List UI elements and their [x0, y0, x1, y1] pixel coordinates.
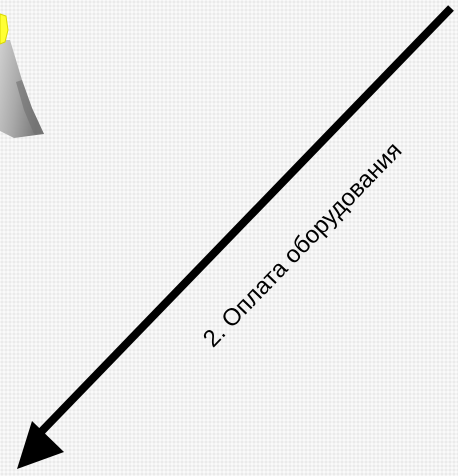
figure-highlight	[0, 13, 9, 45]
arrow-label: 2. Оплата оборудования	[198, 137, 407, 352]
payment-arrow	[17, 5, 454, 469]
arrow-shaft	[37, 5, 454, 436]
partial-figure	[0, 13, 44, 138]
arrow-head	[17, 421, 64, 469]
figure-shadow	[16, 80, 44, 134]
